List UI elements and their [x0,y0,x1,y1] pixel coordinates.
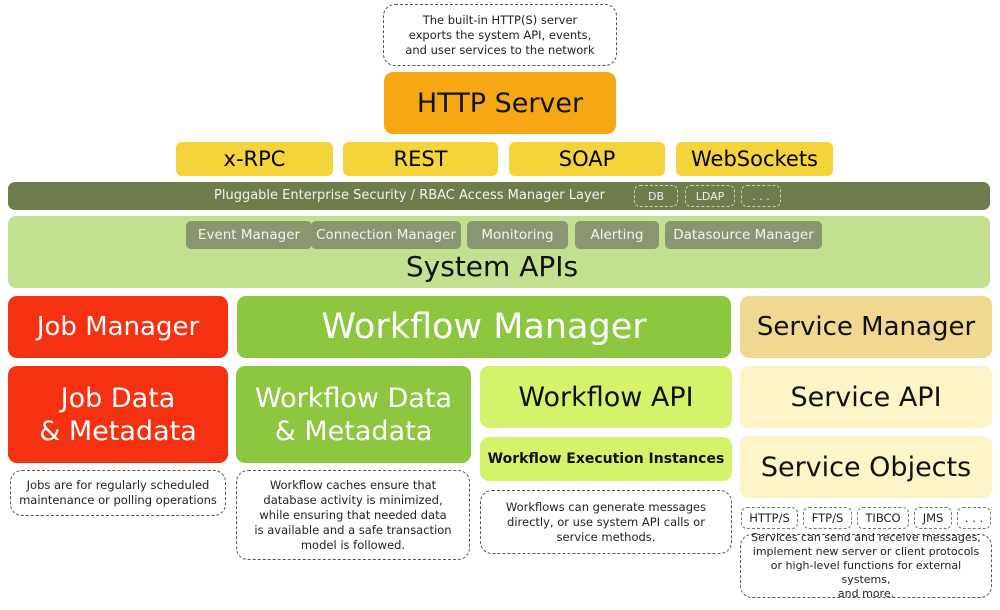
monitoring-chip: Monitoring [467,221,568,249]
http-server-box: HTTP Server [384,72,616,134]
security-layer-bar: Pluggable Enterprise Security / RBAC Acc… [8,182,990,210]
service-api-box: Service API [740,366,992,428]
workflow-api-note: Workflows can generate messages directly… [480,490,732,554]
protocol-rest: REST [343,142,498,176]
service-protocol-https: HTTP/S [741,507,798,529]
http-server-note: The built-in HTTP(S) server exports the … [383,4,617,66]
security-provider-more: . . . [741,185,781,207]
connection-manager-chip: Connection Manager [311,221,461,249]
service-protocol-jms: JMS [914,507,952,529]
security-provider-ldap: LDAP [685,185,735,207]
job-data-box: Job Data & Metadata [8,366,228,463]
system-apis-title: System APIs [405,250,579,283]
protocol-xrpc: x-RPC [176,142,333,176]
alerting-chip: Alerting [575,221,659,249]
service-note: Services can send and receive messages, … [740,531,992,600]
datasource-manager-chip: Datasource Manager [665,221,822,249]
service-manager-box: Service Manager [740,296,992,358]
workflow-execution-instances-box: Workflow Execution Instances [480,437,732,481]
security-layer-label: Pluggable Enterprise Security / RBAC Acc… [214,188,606,203]
system-apis-panel: Event Manager Connection Manager Monitor… [8,216,990,288]
service-protocol-ftps: FTP/S [803,507,852,529]
protocol-websockets: WebSockets [676,142,833,176]
security-provider-db: DB [634,185,678,207]
job-manager-box: Job Manager [8,296,228,358]
job-note: Jobs are for regularly scheduled mainten… [10,470,226,516]
service-objects-box: Service Objects [740,436,992,498]
event-manager-chip: Event Manager [186,221,312,249]
workflow-data-box: Workflow Data & Metadata [236,366,471,463]
protocol-soap: SOAP [509,142,665,176]
service-protocol-more: . . . [957,507,991,529]
service-protocol-tibco: TIBCO [857,507,909,529]
workflow-manager-box: Workflow Manager [237,296,731,358]
workflow-data-note: Workflow caches ensure that database act… [236,470,470,560]
workflow-api-box: Workflow API [480,366,732,428]
